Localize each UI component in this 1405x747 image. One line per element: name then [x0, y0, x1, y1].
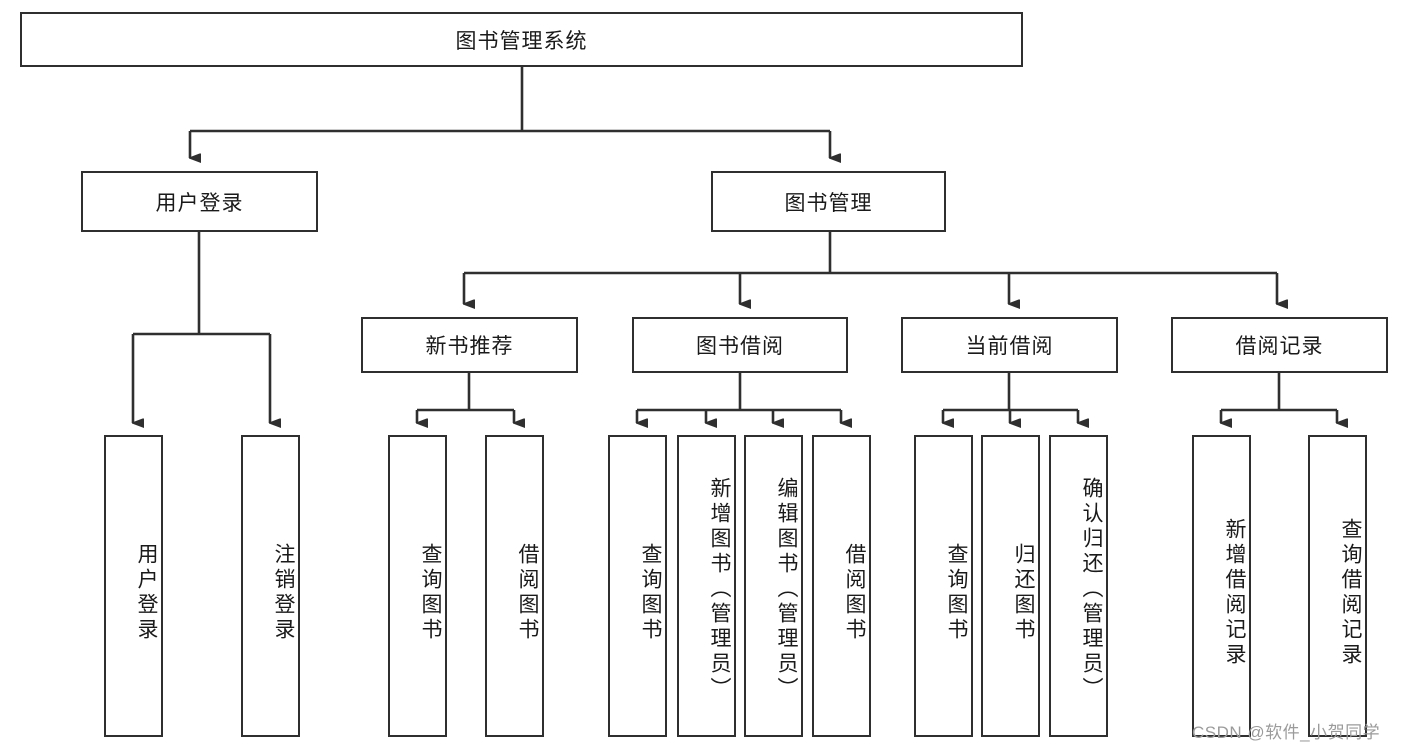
node-user-login[interactable]: 用户登录: [81, 171, 318, 232]
node-book-management[interactable]: 图书管理: [711, 171, 946, 232]
node-current-borrow[interactable]: 当前借阅: [901, 317, 1118, 373]
node-root-title[interactable]: 图书管理系统: [20, 12, 1023, 67]
leaf-query-record[interactable]: 查询借阅记录: [1308, 435, 1367, 737]
leaf-edit-book[interactable]: 编辑图书（管理员）: [744, 435, 803, 737]
leaf-borrow-book-1[interactable]: 借阅图书: [485, 435, 544, 737]
leaf-add-book[interactable]: 新增图书（管理员）: [677, 435, 736, 737]
leaf-logout-login[interactable]: 注销登录: [241, 435, 300, 737]
leaf-borrow-book-2[interactable]: 借阅图书: [812, 435, 871, 737]
leaf-query-book-2[interactable]: 查询图书: [608, 435, 667, 737]
leaf-add-record[interactable]: 新增借阅记录: [1192, 435, 1251, 737]
watermark-text: CSDN @软件_小贺同学: [1192, 723, 1381, 742]
leaf-return-book[interactable]: 归还图书: [981, 435, 1040, 737]
node-borrow-record[interactable]: 借阅记录: [1171, 317, 1388, 373]
node-book-borrow[interactable]: 图书借阅: [632, 317, 848, 373]
node-new-book-recommend[interactable]: 新书推荐: [361, 317, 578, 373]
leaf-query-book-1[interactable]: 查询图书: [388, 435, 447, 737]
leaf-query-book-3[interactable]: 查询图书: [914, 435, 973, 737]
leaf-user-login[interactable]: 用户登录: [104, 435, 163, 737]
leaf-confirm-return[interactable]: 确认归还（管理员）: [1049, 435, 1108, 737]
